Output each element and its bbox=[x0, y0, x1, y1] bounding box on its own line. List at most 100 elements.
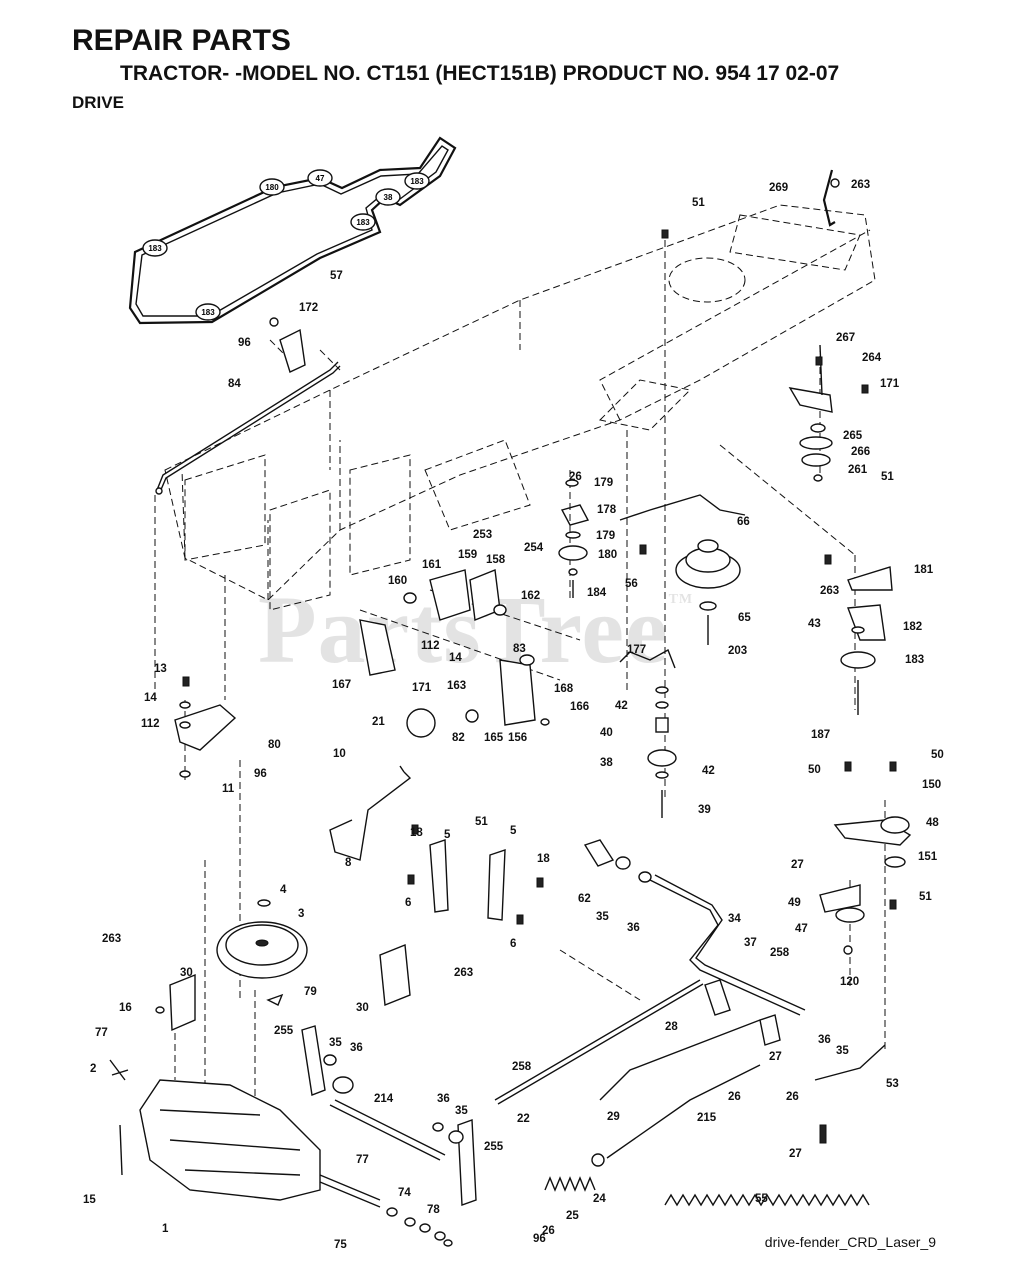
part-number-label: 13 bbox=[154, 663, 167, 675]
fasteners bbox=[182, 229, 897, 1144]
part-number-label: 18 bbox=[537, 853, 550, 865]
spring-25 bbox=[544, 1153, 605, 1192]
part-number-label: 29 bbox=[607, 1111, 620, 1123]
part-number-label: 215 bbox=[697, 1112, 717, 1124]
part-number-label: 167 bbox=[332, 679, 351, 691]
part-number-label: 62 bbox=[578, 893, 591, 905]
part-number-label: 120 bbox=[840, 976, 859, 988]
idler-pulley-stack bbox=[558, 479, 590, 598]
part-number-label: 75 bbox=[334, 1239, 347, 1251]
part-number-label: 57 bbox=[330, 270, 343, 282]
part-number-label: 51 bbox=[692, 197, 705, 209]
part-number-label: 184 bbox=[587, 587, 607, 599]
part-number-label: 48 bbox=[926, 817, 939, 829]
part-number-label: 183 bbox=[905, 654, 924, 666]
spring-55 bbox=[664, 1193, 870, 1207]
part-number-label: 50 bbox=[931, 749, 944, 761]
part-number-label: 1 bbox=[162, 1223, 169, 1235]
part-number-label: 6 bbox=[510, 938, 516, 950]
pedal-shaft-34 bbox=[583, 839, 806, 1046]
part-number-label: 84 bbox=[228, 378, 241, 390]
part-number-label: 36 bbox=[350, 1042, 363, 1054]
part-number-label: 51 bbox=[475, 816, 488, 828]
part-number-label: 267 bbox=[836, 332, 855, 344]
part-number-label: 263 bbox=[851, 179, 870, 191]
part-number-label: 66 bbox=[737, 516, 750, 528]
belt-callout: 183 bbox=[142, 239, 168, 257]
belt-callout-label: 183 bbox=[356, 218, 370, 227]
part-number-label: 18 bbox=[410, 827, 423, 839]
belt-callout-label: 183 bbox=[410, 177, 424, 186]
part-number-label: 49 bbox=[788, 897, 801, 909]
section-heading: DRIVE bbox=[72, 93, 124, 112]
part-number-label: 51 bbox=[919, 891, 932, 903]
part-number-label: 30 bbox=[180, 967, 193, 979]
idler-arm-181 bbox=[840, 566, 893, 715]
part-number-label: 22 bbox=[517, 1113, 530, 1125]
part-number-label: 47 bbox=[795, 923, 808, 935]
part-number-label: 21 bbox=[372, 716, 385, 728]
part-number-label: 165 bbox=[484, 732, 504, 744]
part-number-label: 2 bbox=[90, 1063, 96, 1075]
shift-lever bbox=[329, 708, 436, 861]
part-number-label: 266 bbox=[851, 446, 870, 458]
part-number-label: 24 bbox=[593, 1193, 606, 1205]
part-number-label: 82 bbox=[452, 732, 465, 744]
part-number-label: 42 bbox=[615, 700, 628, 712]
part-number-label: 161 bbox=[422, 559, 442, 571]
clutch-bracket-group bbox=[359, 569, 550, 726]
part-number-label: 158 bbox=[486, 554, 506, 566]
part-number-label: 14 bbox=[449, 652, 462, 664]
part-number-label: 179 bbox=[596, 530, 615, 542]
axle-brackets-5 bbox=[429, 839, 506, 921]
part-number-label: 6 bbox=[405, 897, 411, 909]
part-number-label: 214 bbox=[374, 1093, 394, 1105]
part-number-label: 55 bbox=[755, 1193, 768, 1205]
part-number-label: 261 bbox=[848, 464, 868, 476]
part-number-label: 263 bbox=[454, 967, 473, 979]
part-number-label: 74 bbox=[398, 1187, 411, 1199]
fender-bracket-30-right bbox=[379, 944, 411, 1006]
part-number-label: 187 bbox=[811, 729, 830, 741]
part-number-label: 263 bbox=[820, 585, 839, 597]
part-number-label: 168 bbox=[554, 683, 574, 695]
part-number-label: 160 bbox=[388, 575, 407, 587]
part-number-label: 96 bbox=[533, 1233, 546, 1245]
drive-belt bbox=[128, 136, 457, 325]
part-number-label: 50 bbox=[808, 764, 821, 776]
part-number-label: 25 bbox=[566, 1210, 579, 1222]
part-number-label: 36 bbox=[437, 1093, 450, 1105]
model-subtitle: TRACTOR- -MODEL NO. CT151 (HECT151B) PRO… bbox=[120, 62, 840, 85]
part-number-label: 34 bbox=[728, 913, 741, 925]
part-number-label: 26 bbox=[569, 471, 582, 483]
part-number-label: 150 bbox=[922, 779, 941, 791]
part-number-label: 36 bbox=[818, 1034, 831, 1046]
part-number-label: 38 bbox=[600, 757, 613, 769]
part-number-label: 159 bbox=[458, 549, 477, 561]
part-number-label: 56 bbox=[625, 578, 638, 590]
part-number-label: 112 bbox=[141, 718, 160, 730]
part-number-label: 77 bbox=[356, 1154, 369, 1166]
part-number-label: 5 bbox=[444, 829, 451, 841]
part-number-label: 162 bbox=[521, 590, 540, 602]
part-number-label: 26 bbox=[786, 1091, 799, 1103]
part-number-label: 156 bbox=[508, 732, 527, 744]
transaxle bbox=[109, 1059, 381, 1208]
part-number-label: 10 bbox=[333, 748, 346, 760]
belt-callout-label: 183 bbox=[148, 244, 162, 253]
part-number-label: 112 bbox=[421, 640, 440, 652]
part-number-label: 181 bbox=[914, 564, 934, 576]
part-number-label: 35 bbox=[455, 1105, 468, 1117]
belt-callout-label: 47 bbox=[316, 174, 325, 183]
fender-bracket-30-left bbox=[155, 973, 196, 1032]
part-number-label: 203 bbox=[728, 645, 747, 657]
part-number-label: 178 bbox=[597, 504, 617, 516]
belt-callout: 183 bbox=[350, 213, 376, 231]
belt-callout: 38 bbox=[375, 188, 401, 206]
part-number-label: 26 bbox=[542, 1225, 555, 1237]
part-number-label: 80 bbox=[268, 739, 281, 751]
part-number-label: 258 bbox=[770, 947, 790, 959]
belt-callout-label: 180 bbox=[265, 183, 279, 192]
